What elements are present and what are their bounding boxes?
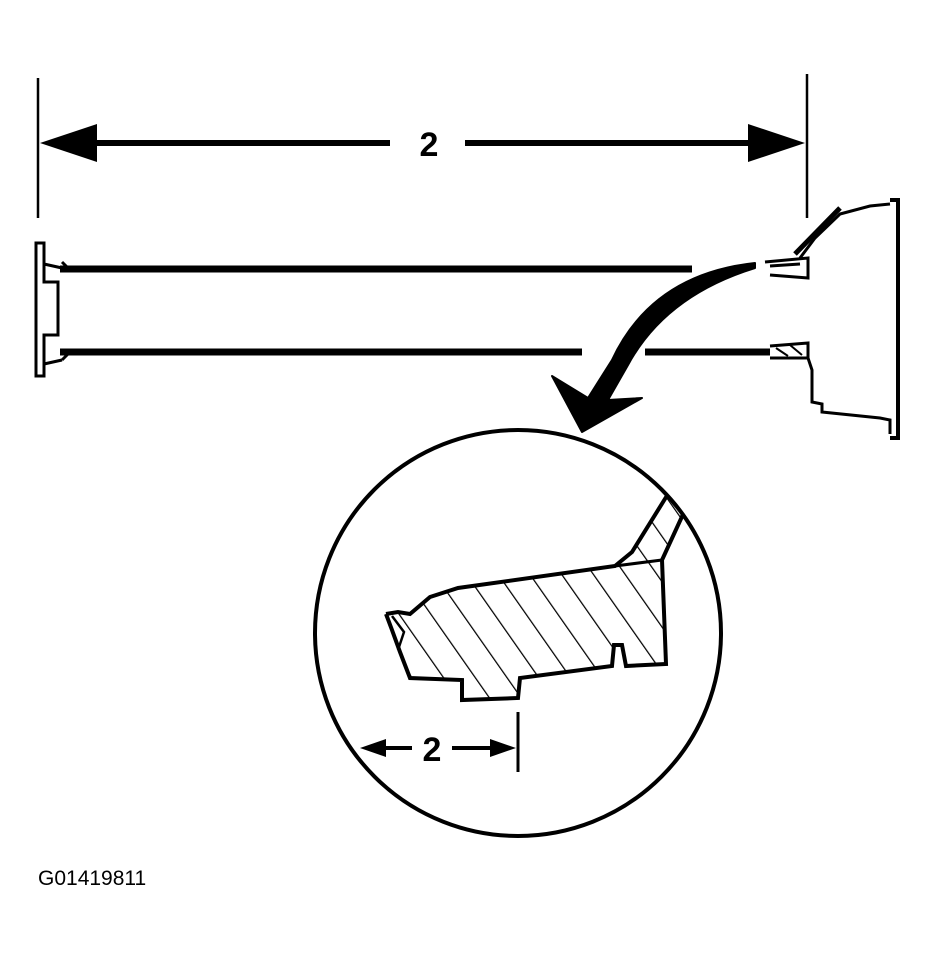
left-arrowhead (40, 124, 97, 162)
wheel-rim-profile (34, 198, 900, 440)
hatched-section (386, 494, 685, 700)
detail-right-arrowhead (490, 739, 516, 757)
figure-id: G01419811 (38, 867, 146, 890)
overall-dimension-label: 2 (420, 126, 439, 164)
detail-pointer-arrow (551, 262, 756, 433)
right-bead-seat-upper (764, 202, 891, 280)
left-bead-flange (34, 241, 63, 378)
section-outline (384, 492, 687, 703)
detail-view: 2 (313, 428, 723, 838)
detail-left-arrowhead (360, 739, 386, 757)
detail-dimension-label: 2 (423, 731, 442, 769)
right-arrowhead (748, 124, 805, 162)
right-flange (890, 198, 900, 440)
right-bead-seat-lower (769, 341, 892, 434)
overall-dimension: 2 (36, 74, 809, 218)
